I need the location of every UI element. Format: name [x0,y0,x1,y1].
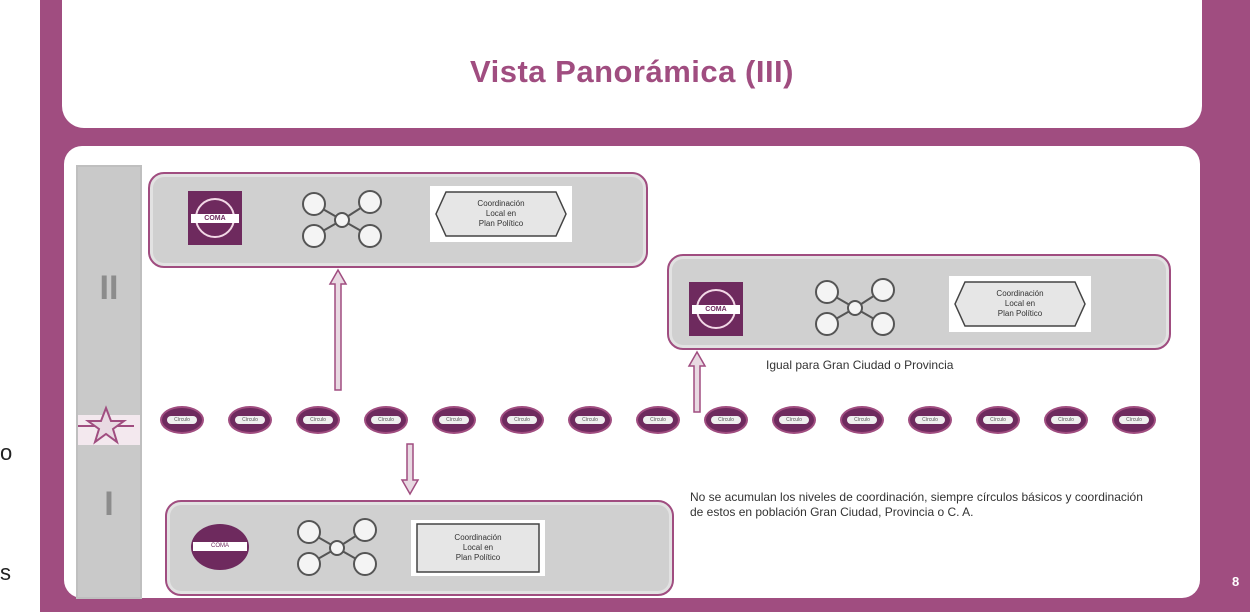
arrow-up-icon [687,350,707,413]
coordination-sign: Coordinación Local en Plan Político [430,186,572,242]
panel-right: COMA Coordinación Local en Plan Político [667,254,1171,350]
circle-node: Círculo [704,406,748,434]
page-number: 8 [1232,574,1240,589]
coordination-sign: Coordinación Local en Plan Político [949,276,1091,332]
circle-node: Círculo [296,406,340,434]
network-icon [302,190,382,248]
circle-node: Círculo [160,406,204,434]
circle-node: Círculo [432,406,476,434]
circle-node: Círculo [908,406,952,434]
circle-node: Círculo [772,406,816,434]
left-edge-char-lower: s [0,560,11,585]
circle-node: Círculo [568,406,612,434]
panel-top-left: COMA Coordinación Local en Plan Político [148,172,648,268]
arrow-down-icon [400,443,420,496]
arrow-up-icon [328,268,348,391]
network-icon [297,518,377,576]
level-i-label: I [104,485,114,523]
right-panel-caption: Igual para Gran Ciudad o Provincia [766,358,954,372]
left-edge-char-upper: o [0,440,13,465]
coma-logo: COMA [191,524,249,570]
circle-node: Círculo [1044,406,1088,434]
level-ii-label: II [99,269,119,307]
title-area: Vista Panorámica (III) [62,0,1202,128]
circle-node: Círculo [500,406,544,434]
star-icon [78,405,134,445]
circle-node: Círculo [364,406,408,434]
circle-node: Círculo [976,406,1020,434]
level-bar: II I [76,165,142,599]
network-icon [815,278,895,336]
panel-bottom: COMA Coordinación Local en Plan Político [165,500,674,596]
circle-nodes-row: Círculo Círculo Círculo Círculo Círculo … [160,406,1170,440]
circle-node: Círculo [840,406,884,434]
coma-logo: COMA [188,191,242,245]
coma-logo: COMA [689,282,743,336]
circle-node: Círculo [1112,406,1156,434]
circle-node: Círculo [636,406,680,434]
slide-title: Vista Panorámica (III) [470,54,794,89]
circle-node: Círculo [228,406,272,434]
coordination-note: No se acumulan los niveles de coordinaci… [690,490,1143,519]
coordination-sign: Coordinación Local en Plan Político [411,520,545,576]
